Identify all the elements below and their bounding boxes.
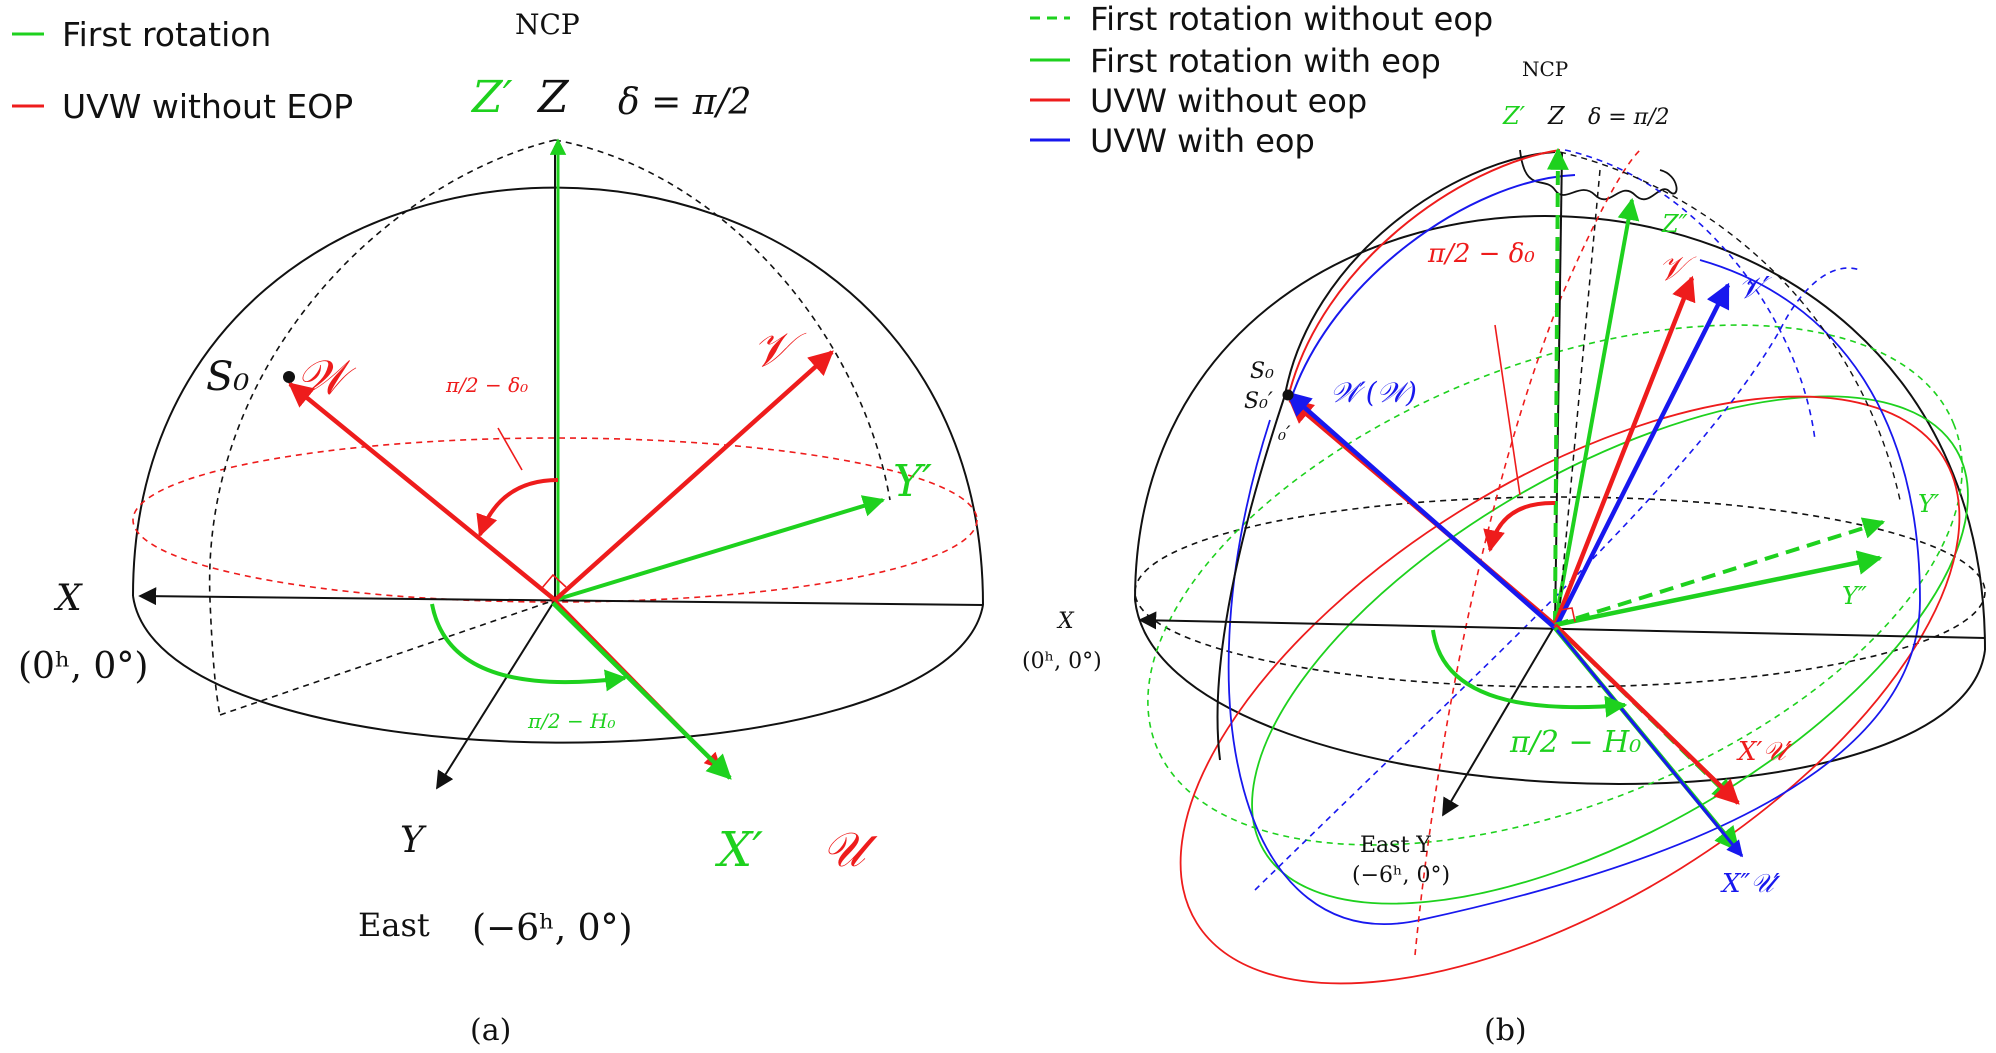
s0-label-b: S₀ [1250,359,1274,384]
east-label-a: East [358,906,430,944]
x-axis-a [138,587,984,606]
diameter-dashed-a [219,599,556,716]
hemisphere-outline-b [1134,215,1986,651]
v-prime-arrow-b [1554,282,1731,627]
legend-b-label-uvw-without-eop: UVW without eop [1090,82,1367,120]
z-prime-arrow-b [1546,147,1569,626]
w-pair-label-b: 𝒲′(𝒲) [1330,376,1417,409]
x-label-a: X [53,578,83,619]
y-axis-a [436,599,556,790]
s0-prime-label-b: S₀′ [1244,389,1273,414]
meridian-red-b [1287,149,1561,399]
z-label-a: Z [536,72,570,123]
base-ellipse-front-b [1134,599,1986,785]
legend-b-label-first-rotation-without-eop: First rotation without eop [1090,0,1493,38]
red-great-circle-b [1179,395,1961,985]
meridian-left-dashed-a [208,139,556,716]
angle-arc-h-b [1431,629,1628,718]
w-arrow-a [288,382,557,602]
angle-delta-label-a: π/2 − δ₀ [445,373,528,397]
y-dprime-arrow-b [1554,550,1883,628]
y-prime-arrow-a [554,495,886,602]
green-great-circle-dashed-b [1147,324,1963,846]
z-label-b: Z [1547,102,1566,130]
xu-prime-label-b: X′𝒰′ [1736,737,1793,767]
angle-delta-label-b: π/2 − δ₀ [1427,239,1535,269]
u-label-a: 𝒰 [822,822,878,878]
blue-dashed-circle-b [1254,267,1861,891]
zero-prime-label-b: ₀′ [1277,421,1291,445]
angle-arc-delta-b [1483,500,1556,553]
base-ellipse-front-a [132,595,984,744]
ncp-label-a: NCP [515,8,580,41]
angle-delta-leader-b [1494,324,1521,496]
y-axis-b [1442,624,1556,817]
v-arrow-b [1552,275,1696,626]
panel-b: First rotation without eop First rotatio… [1022,0,1986,1048]
s0-point-a [283,371,295,383]
east-coord-label-a: (−6ʰ, 0°) [472,908,633,949]
meridian-left-b [1216,394,1286,761]
legend-a-label-first-rotation: First rotation [62,15,271,54]
meridian-black-b [1284,151,1556,396]
blue-great-circle-b [1227,259,1921,925]
xu-dprime-label-b: X″𝒰′ [1720,869,1781,899]
meridian-right-dashed-a [554,139,891,501]
east-y-label-b: East Y [1360,833,1431,858]
x-coord-label-a: (0ʰ, 0°) [18,646,148,687]
red-dashed-circle-b [1414,149,1641,956]
delta-label-a: δ = π/2 [618,82,751,123]
meridian-right-black-dashed-b [1559,151,1901,501]
equator-dashed-b [1134,496,1986,688]
right-angle-marker-b [1559,607,1576,623]
x-prime-label-a: X′ [714,822,763,878]
panel-a: First rotation UVW without EOP [12,8,984,1048]
angle-delta-leader-a [497,427,523,471]
w-prime-arrow-b [1286,391,1557,630]
y-prime-label-a: Y′ [893,456,932,507]
x-coord-label-b: (0ʰ, 0°) [1022,649,1102,674]
legend-b-label-uvw-with-eop: UVW with eop [1090,122,1315,160]
x-prime-arrow-a [551,601,732,780]
legend-b-label-first-rotation-with-eop: First rotation with eop [1090,42,1441,80]
angle-arc-h-a [430,603,628,692]
caption-a: (a) [470,1013,511,1048]
angle-h-label-b: π/2 − H₀ [1509,725,1641,760]
x-axis-b [1138,611,1986,639]
delta-label-b: δ = π/2 [1588,105,1670,130]
eop-wavy-curve [1519,149,1678,201]
x-label-b: X [1056,609,1075,634]
meridian-right-dashed-b [1564,149,1816,441]
s0-point-b [1282,389,1294,401]
east-coord-label-b: (−6ʰ, 0°) [1352,863,1450,888]
u-dprime-arrow-b [1555,629,1744,858]
y-prime-label-b: Y′ [1918,490,1940,518]
z-prime-label-a: Z′ [470,72,513,123]
legend-a: First rotation UVW without EOP [12,15,353,126]
angle-arc-delta-a [476,478,559,538]
y-label-a: Y [400,820,427,861]
z-dprime-arrow-b [1553,197,1640,626]
y-prime-arrow-b [1554,517,1886,627]
caption-b: (b) [1484,1013,1527,1048]
v-arrow-a [553,350,834,602]
y-dprime-label-b: Y″ [1842,582,1867,610]
legend-b: First rotation without eop First rotatio… [1030,0,1493,160]
ncp-label-b: NCP [1522,57,1568,81]
v-prime-label-b: 𝒱′ [1738,271,1772,306]
s0-label-a: S₀ [206,354,249,400]
legend-a-label-uvw: UVW without EOP [62,87,353,126]
right-angle-marker-a [541,573,567,589]
u-prime-arrow-b [1553,623,1740,805]
z-dprime-label-b: Z″ [1661,210,1688,238]
angle-h-label-a: π/2 − H₀ [527,709,616,733]
meridian-blue-b [1289,174,1576,403]
v-label-a: 𝒱 [752,322,807,378]
z-prime-label-b: Z′ [1502,102,1526,130]
w-label-a: 𝒲 [296,350,357,406]
